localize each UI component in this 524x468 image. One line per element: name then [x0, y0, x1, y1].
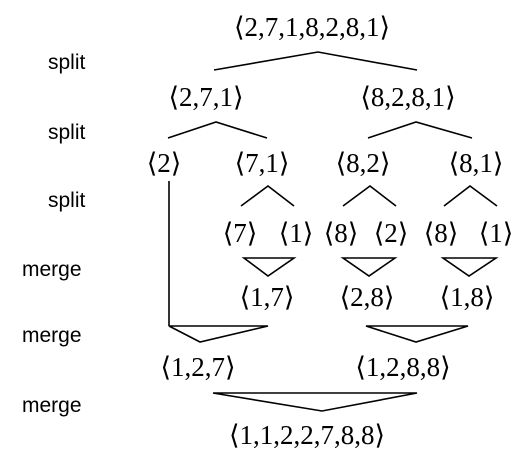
node-merge1-b: ⟨2,8⟩	[340, 282, 395, 312]
step-label-merge-3: merge	[22, 394, 82, 417]
node-split3-e: ⟨8⟩	[424, 218, 459, 248]
split-connector-8-1	[443, 184, 498, 207]
merge-triangle-final	[212, 392, 418, 412]
split-connector-8-2	[342, 184, 397, 207]
step-label-split-1: split	[48, 51, 86, 74]
node-root: ⟨2,7,1,8,2,8,1⟩	[234, 12, 390, 42]
merge-triangle-1-2-7	[168, 325, 269, 343]
node-split3-d: ⟨2⟩	[374, 218, 409, 248]
merge-triangle-1-7	[241, 257, 297, 277]
node-split3-b: ⟨1⟩	[279, 218, 314, 248]
merge-triangle-2-8	[340, 257, 398, 277]
split-connector-right	[367, 121, 473, 139]
node-split2-b: ⟨7,1⟩	[235, 148, 290, 178]
node-split2-c: ⟨8,2⟩	[336, 148, 391, 178]
split-connector-left	[167, 121, 268, 139]
node-split2-a: ⟨2⟩	[147, 148, 182, 178]
node-merge2-left: ⟨1,2,7⟩	[160, 352, 235, 382]
step-label-merge-2: merge	[22, 324, 82, 347]
node-split1-right: ⟨8,2,8,1⟩	[360, 82, 455, 112]
split-connector-7-1	[240, 184, 295, 207]
node-split3-f: ⟨1⟩	[479, 218, 514, 248]
merge-triangle-1-2-8-8	[365, 325, 469, 343]
step-label-split-3: split	[48, 189, 86, 212]
node-split1-left: ⟨2,7,1⟩	[168, 82, 243, 112]
node-split2-d: ⟨8,1⟩	[449, 148, 504, 178]
node-merge1-c: ⟨1,8⟩	[440, 282, 495, 312]
node-result: ⟨1,1,2,2,7,8,8⟩	[229, 420, 385, 450]
node-split3-a: ⟨7⟩	[223, 218, 258, 248]
merge-triangle-1-8	[440, 257, 499, 277]
node-merge2-right: ⟨1,2,8,8⟩	[355, 352, 450, 382]
split-connector-root	[213, 51, 418, 71]
step-label-merge-1: merge	[22, 258, 82, 281]
node-merge1-a: ⟨1,7⟩	[240, 282, 295, 312]
step-label-split-2: split	[48, 121, 86, 144]
node-split3-c: ⟨8⟩	[324, 218, 359, 248]
